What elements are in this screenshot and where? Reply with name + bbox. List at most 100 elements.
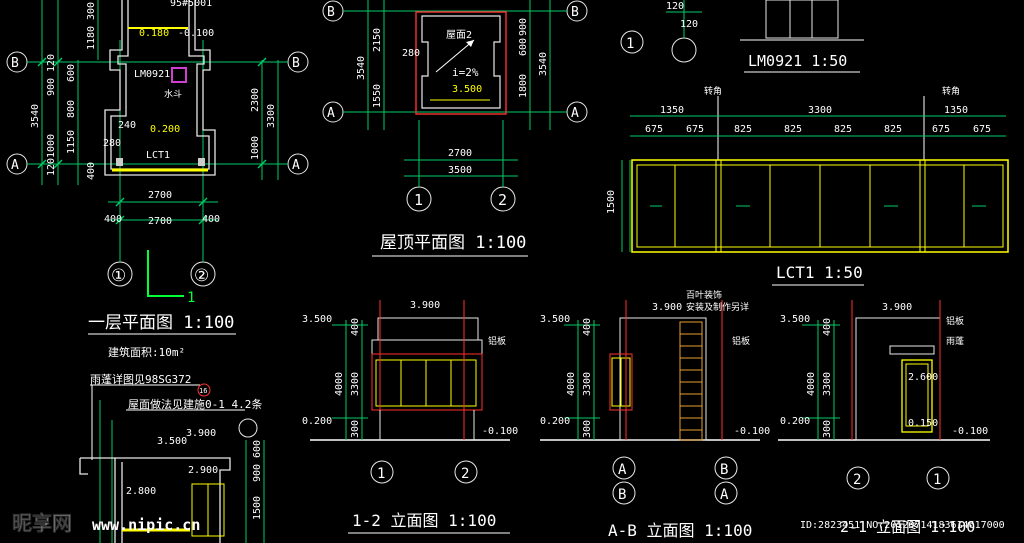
roof-axis-B-left: B: [327, 5, 335, 20]
eAB-note-alu: 铝板: [732, 335, 750, 347]
eAB-axis-A-top: A: [618, 462, 627, 478]
roof-title: 屋顶平面图 1:100: [380, 233, 526, 253]
roof-note: 屋面做法见建施0-1 4.2条: [128, 397, 262, 411]
e12-level-0200: 0.200: [302, 416, 332, 427]
roof-axis-B-right: B: [571, 5, 579, 20]
roof-dim-3500: 3500: [448, 165, 472, 176]
win-dim-675c: 675: [932, 124, 950, 135]
dim-300: 300: [86, 2, 97, 20]
corner-note-right: 转角: [942, 85, 960, 97]
eAB-dim-3300: 3300: [582, 372, 593, 396]
section-detail: 雨蓬详图见98SG372 16 屋面做法见建施0-1 4.2条 3.500 3.…: [79, 372, 265, 543]
dim-1000: 1000: [46, 134, 57, 158]
window-elevation: 转角 转角 1350 3300 1350 675 675 825 825 825…: [606, 85, 1009, 286]
corner-note-left: 转角: [704, 85, 722, 97]
e21-axis-2: 2: [853, 472, 861, 488]
dim-1000-right: 1000: [250, 136, 261, 160]
e21-level-3900: 3.900: [882, 302, 912, 313]
water-label: 水斗: [164, 88, 182, 100]
eAB-title: A-B 立面图 1:100: [608, 521, 752, 540]
sec-elev-3500: 3.500: [157, 436, 187, 447]
e21-level-0200: 0.200: [780, 416, 810, 427]
e12-level-n0100: -0.100: [482, 426, 518, 437]
roof-dim-3540-right: 3540: [538, 52, 549, 76]
window-label: LCT1: [146, 150, 170, 161]
axis-1: ①: [111, 266, 126, 286]
sec-dim-1500: 1500: [252, 496, 263, 520]
sec-elev-2800: 2.800: [126, 486, 156, 497]
win-dim-3300: 3300: [808, 105, 832, 116]
win-dim-825b: 825: [784, 124, 802, 135]
dim-2300: 2300: [250, 88, 261, 112]
dim-1150: 1150: [66, 130, 77, 154]
e12-axis-1: 1: [377, 466, 385, 482]
axis-A-left: A: [11, 158, 19, 173]
elevation-2-1: 3.900 铝板 雨蓬 2.600 0.150 3.500 0.200 -0.1…: [778, 300, 990, 536]
roof-slope: i=2%: [452, 66, 479, 79]
detail-tag: 16: [199, 387, 207, 395]
sec-elev-2900: 2.900: [188, 465, 218, 476]
door-detail-title: LM0921 1:50: [748, 52, 847, 70]
door-detail: 1 120 120 LM0921 1:50: [620, 0, 864, 73]
axis-A-right: A: [292, 158, 300, 173]
window-title: LCT1 1:50: [776, 263, 863, 282]
dim-2700-b: 2700: [148, 216, 172, 227]
eAB-level-3900: 3.900: [652, 302, 682, 313]
ground-floor-plan: B B A A ① ②: [6, 0, 309, 359]
roof-axis-A-left: A: [327, 106, 335, 121]
dim-120b: 120: [46, 158, 57, 176]
sec-dim-900: 900: [252, 464, 263, 482]
win-dim-825c: 825: [834, 124, 852, 135]
e21-level-3500: 3.500: [780, 314, 810, 325]
dim-800: 800: [66, 100, 77, 118]
axis-B-left: B: [11, 56, 19, 71]
roof-dim-280: 280: [402, 48, 420, 59]
water-basin-icon: [171, 67, 187, 83]
e12-dim-400: 400: [350, 318, 361, 336]
axis-2: ②: [194, 266, 209, 286]
eAB-dim-300: 300: [582, 420, 593, 438]
e21-dim-300: 300: [822, 420, 833, 438]
canopy-note: 雨蓬详图见98SG372: [90, 372, 191, 386]
win-dim-825a: 825: [734, 124, 752, 135]
roof-label: 屋面2: [446, 29, 472, 41]
watermark-url: www.nipic.cn: [92, 516, 200, 534]
win-dim-1350b: 1350: [944, 105, 968, 116]
e21-door-height: 2.600: [908, 372, 938, 383]
e21-door-sill: 0.150: [908, 418, 938, 429]
roof-axis-1: 1: [414, 191, 423, 209]
eAB-level-0200: 0.200: [540, 416, 570, 427]
e12-level-3500: 3.500: [302, 314, 332, 325]
eAB-dim-400: 400: [582, 318, 593, 336]
sec-dim-600: 600: [252, 440, 263, 458]
outdoor-elev: -0.100: [178, 28, 214, 39]
north-marker-icon: [147, 250, 184, 297]
axis-B-right: B: [292, 56, 300, 71]
eAB-dim-4000: 4000: [566, 372, 577, 396]
door-detail-axis: 1: [626, 36, 634, 52]
roof-dim-1800: 1800: [518, 74, 529, 98]
dim-400-b: 400: [202, 214, 220, 225]
win-dim-825d: 825: [884, 124, 902, 135]
roof-dim-2700: 2700: [448, 148, 472, 159]
eAB-note-louver: 百叶装饰: [686, 289, 722, 301]
e21-note-alu: 铝板: [946, 315, 964, 327]
roof-dim-3540-left: 3540: [356, 56, 367, 80]
dim-1180: 1180: [86, 26, 97, 50]
dim-3300: 3300: [266, 104, 277, 128]
e21-dim-400: 400: [822, 318, 833, 336]
watermark-id: ID:2823451 NO:20120714183614617000: [800, 520, 1005, 531]
wall-dim-280: 280: [103, 138, 121, 149]
dim-120a: 120: [46, 54, 57, 72]
roof-axis-2: 2: [498, 191, 507, 209]
e21-dim-4000: 4000: [806, 372, 817, 396]
elevation-A-B: 3.900 百叶装饰 安装及制作另详 铝板 3.500 0.200 -0.100…: [540, 289, 770, 540]
eAB-note-install: 安装及制作另详: [686, 301, 749, 313]
door-dim-120b: 120: [680, 19, 698, 30]
e21-title: 2-1 立面图 1:100: [840, 518, 975, 536]
e21-note-canopy: 雨蓬: [946, 335, 964, 347]
roof-dim-2150: 2150: [372, 28, 383, 52]
watermark-brand: 昵享网: [12, 511, 72, 535]
